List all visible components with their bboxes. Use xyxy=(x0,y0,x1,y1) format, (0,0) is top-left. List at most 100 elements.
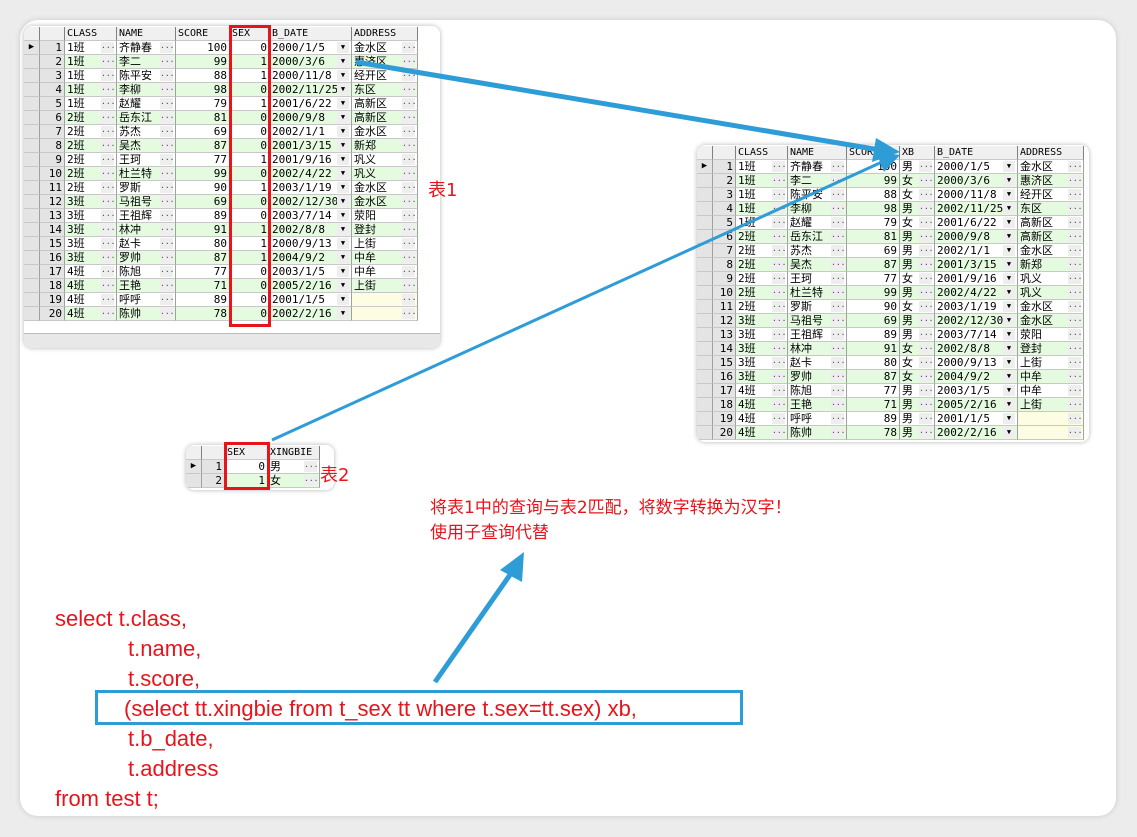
ellipsis-button[interactable]: ··· xyxy=(1068,161,1083,172)
dropdown-icon[interactable]: ▼ xyxy=(337,196,349,207)
cell-score[interactable]: 89 xyxy=(176,209,230,223)
cell-score[interactable]: 77 xyxy=(176,153,230,167)
ellipsis-button[interactable]: ··· xyxy=(831,357,846,368)
ellipsis-button[interactable]: ··· xyxy=(402,98,417,109)
cell-b_date[interactable]: 2001/3/15▼ xyxy=(935,258,1018,272)
ellipsis-button[interactable]: ··· xyxy=(831,175,846,186)
cell-class[interactable]: 3班··· xyxy=(65,223,117,237)
cell-b_date[interactable]: 2001/9/16▼ xyxy=(935,272,1018,286)
dropdown-icon[interactable]: ▼ xyxy=(1003,287,1015,298)
cell-xb[interactable]: 女··· xyxy=(900,174,935,188)
cell-address[interactable]: 荥阳··· xyxy=(1018,328,1084,342)
row-indicator[interactable] xyxy=(697,356,713,370)
cell-class[interactable]: 4班··· xyxy=(65,307,117,321)
cell-name[interactable]: 赵卡··· xyxy=(788,356,847,370)
column-header-address[interactable]: ADDRESS xyxy=(1018,146,1084,160)
ellipsis-button[interactable]: ··· xyxy=(919,189,934,200)
cell-b_date[interactable]: 2002/11/25▼ xyxy=(935,202,1018,216)
row-indicator[interactable]: ▶ xyxy=(24,41,40,55)
ellipsis-button[interactable]: ··· xyxy=(101,210,116,221)
ellipsis-button[interactable]: ··· xyxy=(101,56,116,67)
ellipsis-button[interactable]: ··· xyxy=(160,168,175,179)
cell-score[interactable]: 81 xyxy=(847,230,900,244)
row-indicator[interactable] xyxy=(697,342,713,356)
row-indicator[interactable] xyxy=(697,286,713,300)
cell-address[interactable]: 金水区··· xyxy=(1018,300,1084,314)
ellipsis-button[interactable]: ··· xyxy=(919,245,934,256)
row-indicator[interactable] xyxy=(24,195,40,209)
cell-name[interactable]: 苏杰··· xyxy=(788,244,847,258)
cell-xb[interactable]: 女··· xyxy=(900,356,935,370)
cell-b_date[interactable]: 2005/2/16▼ xyxy=(935,398,1018,412)
cell-name[interactable]: 李二··· xyxy=(117,55,176,69)
cell-b_date[interactable]: 2001/1/5▼ xyxy=(270,293,352,307)
cell-address[interactable]: 高新区··· xyxy=(1018,230,1084,244)
cell-address[interactable]: 上街··· xyxy=(352,237,418,251)
cell-score[interactable]: 91 xyxy=(847,342,900,356)
cell-class[interactable]: 2班··· xyxy=(65,181,117,195)
dropdown-icon[interactable]: ▼ xyxy=(1003,175,1015,186)
cell-xb[interactable]: 女··· xyxy=(900,216,935,230)
ellipsis-button[interactable]: ··· xyxy=(1068,399,1083,410)
cell-address[interactable]: 高新区··· xyxy=(352,111,418,125)
ellipsis-button[interactable]: ··· xyxy=(919,413,934,424)
ellipsis-button[interactable]: ··· xyxy=(160,112,175,123)
cell-class[interactable]: 3班··· xyxy=(736,356,788,370)
cell-name[interactable]: 马祖号··· xyxy=(788,314,847,328)
row-indicator[interactable] xyxy=(697,328,713,342)
ellipsis-button[interactable]: ··· xyxy=(101,294,116,305)
ellipsis-button[interactable]: ··· xyxy=(101,266,116,277)
cell-xb[interactable]: 男··· xyxy=(900,286,935,300)
ellipsis-button[interactable]: ··· xyxy=(402,42,417,53)
ellipsis-button[interactable]: ··· xyxy=(160,84,175,95)
ellipsis-button[interactable]: ··· xyxy=(101,98,116,109)
cell-class[interactable]: 2班··· xyxy=(736,286,788,300)
ellipsis-button[interactable]: ··· xyxy=(1068,315,1083,326)
cell-b_date[interactable]: 2002/12/30▼ xyxy=(935,314,1018,328)
ellipsis-button[interactable]: ··· xyxy=(772,301,787,312)
cell-name[interactable]: 杜兰特··· xyxy=(117,167,176,181)
cell-class[interactable]: 4班··· xyxy=(65,279,117,293)
cell-score[interactable]: 78 xyxy=(176,307,230,321)
ellipsis-button[interactable]: ··· xyxy=(919,427,934,438)
cell-name[interactable]: 岳东江··· xyxy=(788,230,847,244)
ellipsis-button[interactable]: ··· xyxy=(1068,371,1083,382)
ellipsis-button[interactable]: ··· xyxy=(101,224,116,235)
cell-address[interactable]: 巩义··· xyxy=(352,153,418,167)
ellipsis-button[interactable]: ··· xyxy=(1068,217,1083,228)
ellipsis-button[interactable]: ··· xyxy=(772,427,787,438)
ellipsis-button[interactable]: ··· xyxy=(101,252,116,263)
cell-class[interactable]: 2班··· xyxy=(736,230,788,244)
ellipsis-button[interactable]: ··· xyxy=(304,461,319,472)
cell-b_date[interactable]: 2000/11/8▼ xyxy=(270,69,352,83)
cell-b_date[interactable]: 2000/3/6▼ xyxy=(270,55,352,69)
row-indicator[interactable] xyxy=(697,314,713,328)
cell-score[interactable]: 79 xyxy=(176,97,230,111)
dropdown-icon[interactable]: ▼ xyxy=(337,266,349,277)
ellipsis-button[interactable]: ··· xyxy=(402,280,417,291)
cell-score[interactable]: 89 xyxy=(847,328,900,342)
ellipsis-button[interactable]: ··· xyxy=(160,210,175,221)
ellipsis-button[interactable]: ··· xyxy=(772,287,787,298)
cell-b_date[interactable]: 2004/9/2▼ xyxy=(935,370,1018,384)
row-indicator[interactable] xyxy=(24,293,40,307)
cell-xb[interactable]: 女··· xyxy=(900,300,935,314)
dropdown-icon[interactable]: ▼ xyxy=(1003,189,1015,200)
cell-class[interactable]: 2班··· xyxy=(736,272,788,286)
ellipsis-button[interactable]: ··· xyxy=(1068,385,1083,396)
cell-address[interactable]: 巩义··· xyxy=(1018,286,1084,300)
cell-class[interactable]: 3班··· xyxy=(736,370,788,384)
dropdown-icon[interactable]: ▼ xyxy=(337,210,349,221)
ellipsis-button[interactable]: ··· xyxy=(1068,175,1083,186)
cell-b_date[interactable]: 2003/7/14▼ xyxy=(270,209,352,223)
ellipsis-button[interactable]: ··· xyxy=(101,112,116,123)
cell-score[interactable]: 69 xyxy=(847,314,900,328)
ellipsis-button[interactable]: ··· xyxy=(160,224,175,235)
cell-address[interactable]: 金水区··· xyxy=(1018,160,1084,174)
cell-score[interactable]: 99 xyxy=(847,286,900,300)
row-indicator[interactable] xyxy=(697,216,713,230)
ellipsis-button[interactable]: ··· xyxy=(1068,245,1083,256)
ellipsis-button[interactable]: ··· xyxy=(402,252,417,263)
cell-address[interactable]: 新郑··· xyxy=(1018,258,1084,272)
cell-address[interactable]: 上街··· xyxy=(352,279,418,293)
